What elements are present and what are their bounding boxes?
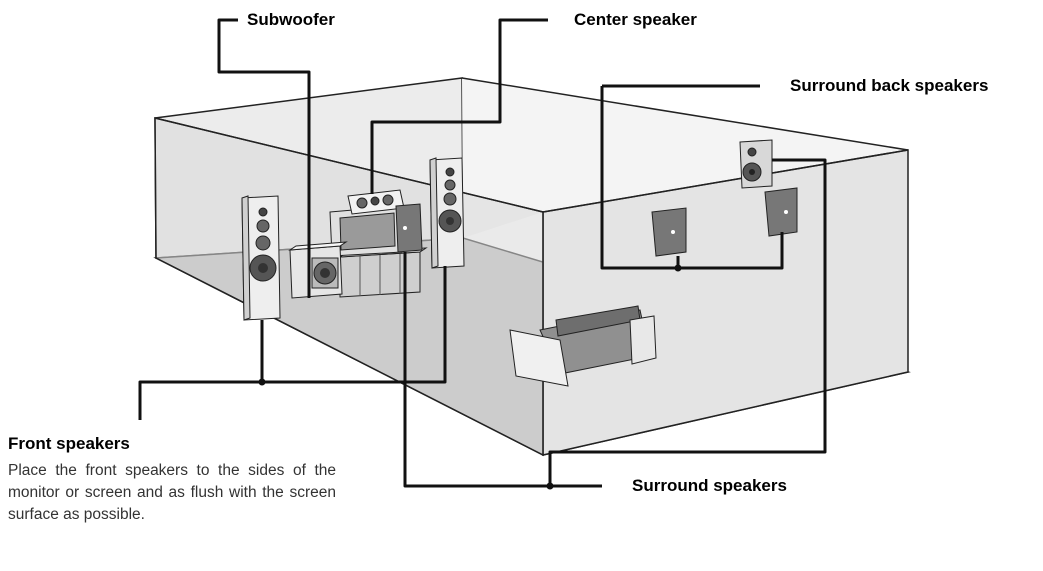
sofa (509, 305, 657, 387)
subwoofer-speaker (288, 241, 348, 299)
label-subwoofer: Subwoofer (247, 10, 335, 29)
leader-dots (258, 264, 682, 490)
surround-speaker-left (395, 203, 423, 253)
label-surround-back-speakers: Surround back speakers (790, 76, 989, 95)
leader-lines (138, 18, 827, 488)
surround-back-speaker-left (764, 187, 798, 237)
surround-back-speaker-right (739, 139, 773, 189)
front-speaker-right (429, 157, 465, 269)
label-surround-speakers: Surround speakers (632, 476, 787, 495)
tv-stand (338, 247, 428, 298)
monitor (329, 205, 403, 257)
front-speakers-description: Place the front speakers to the sides of… (8, 462, 336, 523)
front-speaker-left (241, 195, 281, 321)
label-front-speakers: Front speakers (8, 434, 130, 453)
label-center-speaker: Center speaker (574, 10, 697, 29)
surround-speaker-right (651, 207, 687, 257)
